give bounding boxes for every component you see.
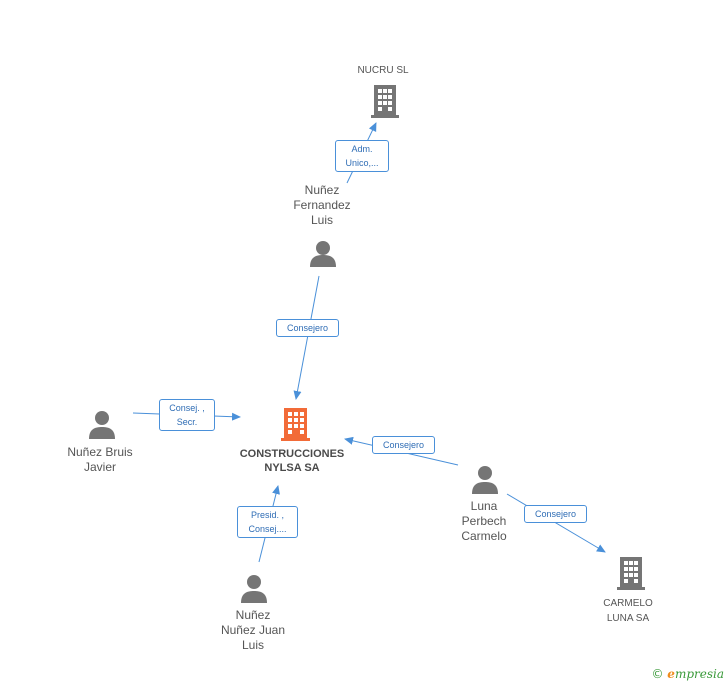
brand-name: mpresia [674,667,724,681]
edge-line-consejero-carmelo [506,493,606,553]
brand-logo: © empresia [651,667,724,681]
node-label-luna-perbech: Luna Perbech Carmelo [461,499,507,543]
brand-initial: e [667,667,675,681]
edge-label-presid-consej[interactable]: Presid. , Consej.... [237,506,298,538]
node-label-nunez-bruis: Nuñez Bruis Javier [67,445,133,474]
person-icon[interactable] [241,575,267,603]
node-label-nunez-fernandez: Nuñez Fernandez Luis [293,183,351,227]
person-icon[interactable] [472,466,498,494]
node-label-construcciones: CONSTRUCCIONES NYLSA SA [239,448,345,474]
edge-line-consejero-top [293,275,320,400]
edge-label-consejero[interactable]: Consejero [276,319,339,337]
person-icon[interactable] [89,411,115,439]
person-icon[interactable] [310,241,336,267]
edge-label-consej-secr[interactable]: Consej. , Secr. [159,399,215,431]
main-company-building-icon[interactable] [281,408,310,441]
edge-label-adm-unico[interactable]: Adm. Unico,... [335,140,389,172]
building-icon[interactable] [617,557,645,590]
node-label-carmelo-luna: CARMELO LUNA SA [603,598,653,624]
edge-label-consejero[interactable]: Consejero [524,505,587,523]
edge-label-consejero[interactable]: Consejero [372,436,435,454]
building-icon[interactable] [371,85,399,118]
node-label-nunez-nunez: Nuñez Nuñez Juan Luis [220,608,286,652]
copyright-icon: © [651,667,664,681]
node-label-nucru: NUCRU SL [357,65,409,76]
